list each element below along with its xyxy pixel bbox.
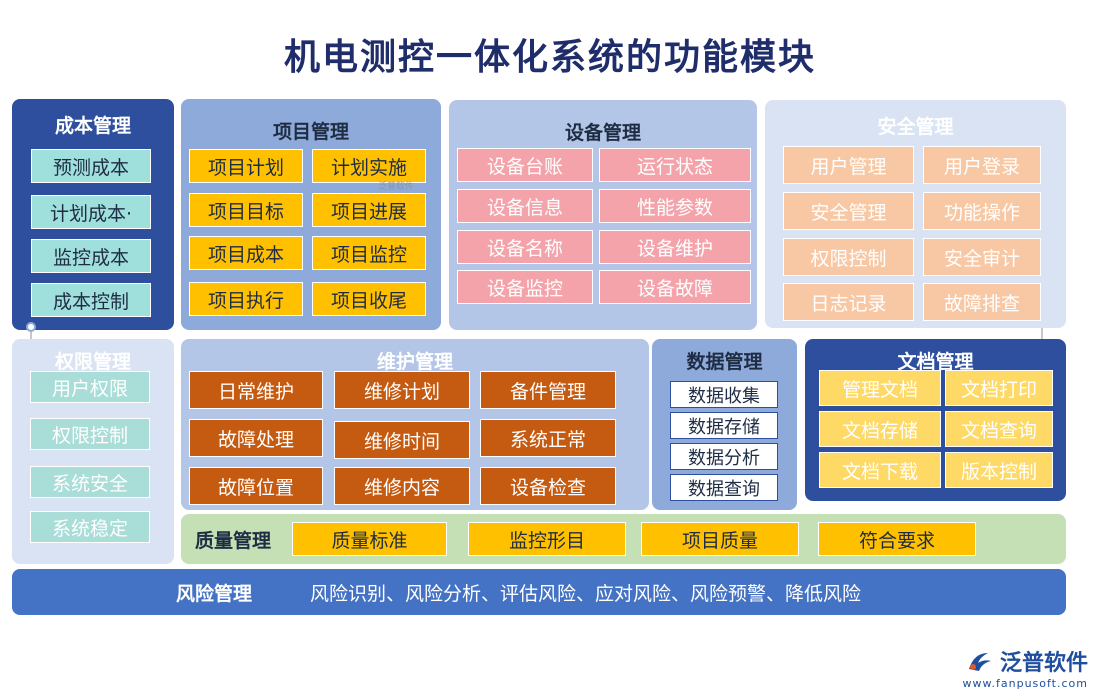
document-item: 文档打印 bbox=[945, 370, 1053, 406]
maintenance-management-panel: 维护管理 日常维护 维修计划 备件管理 故障处理 维修时间 系统正常 故障位置 … bbox=[181, 339, 649, 510]
cost-item-plan: 计划成本· bbox=[31, 195, 151, 229]
quality-management-panel: 质量管理 质量标准 监控形目 项目质量 符合要求 bbox=[181, 514, 1066, 564]
device-item: 性能参数 bbox=[599, 189, 751, 223]
project-item: 计划实施 bbox=[312, 149, 426, 183]
security-item: 安全管理 bbox=[783, 192, 914, 230]
permission-management-title: 权限管理 bbox=[54, 351, 131, 373]
security-item: 功能操作 bbox=[923, 192, 1041, 230]
data-item: 数据查询 bbox=[670, 474, 778, 501]
maintenance-item: 故障位置 bbox=[189, 467, 323, 505]
document-management-panel: 文档管理 管理文档 文档打印 文档存储 文档查询 文档下载 版本控制 bbox=[805, 339, 1066, 501]
project-item: 项目目标 bbox=[189, 193, 303, 227]
permission-item: 系统稳定 bbox=[30, 511, 150, 543]
device-item: 运行状态 bbox=[599, 148, 751, 182]
data-management-panel: 数据管理 数据收集 数据存储 数据分析 数据查询 bbox=[652, 339, 797, 510]
quality-item: 项目质量 bbox=[641, 522, 799, 556]
cost-item-control: 成本控制 bbox=[31, 283, 151, 317]
device-item: 设备台账 bbox=[457, 148, 593, 182]
security-item: 权限控制 bbox=[783, 238, 914, 276]
cost-management-panel: 成本管理 预测成本 计划成本· 监控成本 成本控制 bbox=[12, 99, 174, 330]
document-item: 文档下载 bbox=[819, 452, 941, 488]
cost-item-monitor: 监控成本 bbox=[31, 239, 151, 273]
connector-line bbox=[30, 330, 32, 340]
maintenance-item: 维修时间 bbox=[334, 421, 470, 459]
page-title: 机电测控一体化系统的功能模块 bbox=[283, 36, 816, 78]
device-item: 设备信息 bbox=[457, 189, 593, 223]
project-item: 项目执行 bbox=[189, 282, 303, 316]
security-management-panel: 安全管理 用户管理 用户登录 安全管理 功能操作 权限控制 安全审计 日志记录 … bbox=[765, 100, 1066, 328]
fanpu-logo-icon bbox=[968, 653, 991, 671]
maintenance-item: 维修计划 bbox=[334, 371, 470, 409]
device-management-panel: 设备管理 设备台账 运行状态 设备信息 性能参数 设备名称 设备维护 设备监控 … bbox=[449, 100, 757, 330]
project-item: 项目成本 bbox=[189, 236, 303, 270]
data-management-title: 数据管理 bbox=[686, 351, 763, 373]
connector-line bbox=[1041, 328, 1043, 340]
maintenance-item: 设备检查 bbox=[480, 467, 616, 505]
maintenance-management-title: 维护管理 bbox=[376, 351, 453, 373]
security-item: 用户管理 bbox=[783, 146, 914, 184]
maintenance-item: 故障处理 bbox=[189, 419, 323, 457]
quality-item: 质量标准 bbox=[292, 522, 447, 556]
risk-management-panel: 风险管理 风险识别、风险分析、评估风险、应对风险、风险预警、降低风险 bbox=[12, 569, 1066, 615]
brand-logo: 泛普软件 www.fanpusoft.com bbox=[963, 645, 1088, 690]
quality-item: 符合要求 bbox=[818, 522, 976, 556]
permission-item: 系统安全 bbox=[30, 466, 150, 498]
document-management-title: 文档管理 bbox=[897, 351, 974, 373]
quality-item: 监控形目 bbox=[468, 522, 626, 556]
device-item: 设备维护 bbox=[599, 230, 751, 264]
document-item: 文档存储 bbox=[819, 411, 941, 447]
watermark: 泛普软件 bbox=[378, 182, 415, 192]
permission-management-panel: 权限管理 用户权限 权限控制 系统安全 系统稳定 bbox=[12, 339, 174, 564]
cost-item-forecast: 预测成本 bbox=[31, 149, 151, 183]
security-item: 故障排查 bbox=[923, 283, 1041, 321]
data-item: 数据分析 bbox=[670, 443, 778, 470]
data-item: 数据收集 bbox=[670, 381, 778, 408]
maintenance-item: 维修内容 bbox=[334, 467, 470, 505]
permission-item: 权限控制 bbox=[30, 418, 150, 450]
connector-dot bbox=[26, 322, 36, 332]
project-management-panel: 项目管理 项目计划 计划实施 项目目标 项目进展 项目成本 项目监控 项目执行 … bbox=[181, 99, 441, 330]
device-management-title: 设备管理 bbox=[564, 122, 641, 144]
permission-item: 用户权限 bbox=[30, 371, 150, 403]
security-management-title: 安全管理 bbox=[877, 116, 954, 138]
device-item: 设备名称 bbox=[457, 230, 593, 264]
project-management-title: 项目管理 bbox=[272, 121, 349, 143]
cost-management-title: 成本管理 bbox=[54, 115, 131, 137]
data-item: 数据存储 bbox=[670, 412, 778, 439]
project-item: 项目进展 bbox=[312, 193, 426, 227]
document-item: 版本控制 bbox=[945, 452, 1053, 488]
logo-url: www.fanpusoft.com bbox=[962, 677, 1088, 690]
project-item: 项目收尾 bbox=[312, 282, 426, 316]
device-item: 设备监控 bbox=[457, 270, 593, 304]
security-item: 日志记录 bbox=[783, 283, 914, 321]
risk-management-items: 风险识别、风险分析、评估风险、应对风险、风险预警、降低风险 bbox=[310, 582, 862, 605]
document-item: 管理文档 bbox=[819, 370, 941, 406]
logo-name: 泛普软件 bbox=[999, 651, 1088, 676]
project-item: 项目监控 bbox=[312, 236, 426, 270]
document-item: 文档查询 bbox=[945, 411, 1053, 447]
quality-management-title: 质量管理 bbox=[195, 529, 272, 552]
risk-management-title: 风险管理 bbox=[176, 582, 253, 605]
security-item: 用户登录 bbox=[923, 146, 1041, 184]
security-item: 安全审计 bbox=[923, 238, 1041, 276]
maintenance-item: 备件管理 bbox=[480, 371, 616, 409]
maintenance-item: 日常维护 bbox=[189, 371, 323, 409]
device-item: 设备故障 bbox=[599, 270, 751, 304]
project-item: 项目计划 bbox=[189, 149, 303, 183]
maintenance-item: 系统正常 bbox=[480, 419, 616, 457]
